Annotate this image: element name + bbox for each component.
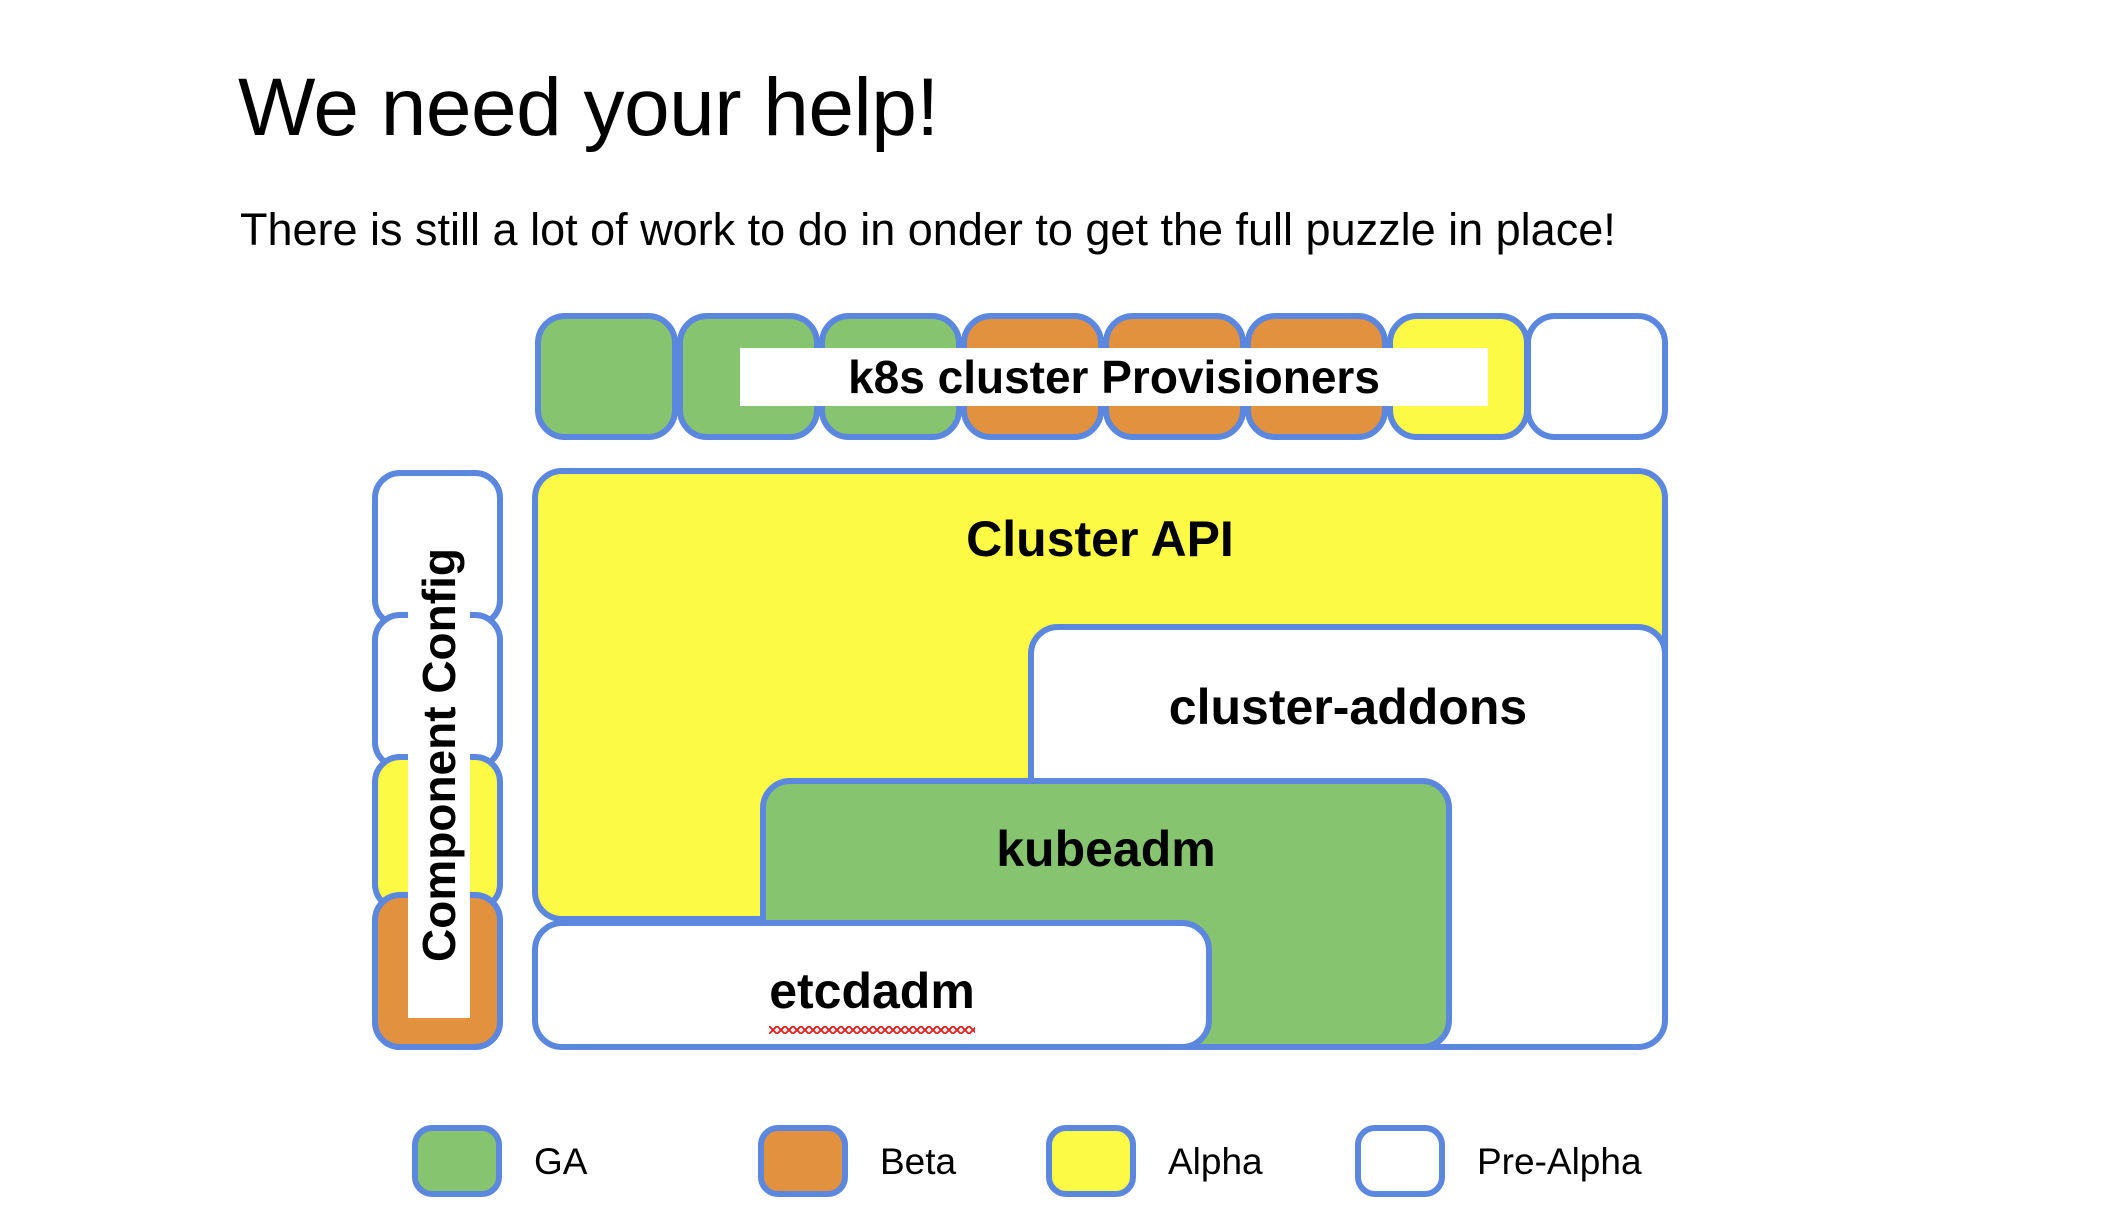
legend-label-pre-alpha: Pre-Alpha (1477, 1141, 1642, 1182)
page-subtitle: There is still a lot of work to do in on… (240, 204, 1616, 255)
legend-swatch-ga (412, 1125, 502, 1197)
kubeadm-label: kubeadm (996, 821, 1216, 877)
provisioner-box-1[interactable] (535, 313, 678, 440)
etcdadm-label-text: etcdadm (769, 963, 975, 1034)
legend-swatch-alpha (1046, 1125, 1136, 1197)
component-config-label-text: Component Config (413, 548, 466, 962)
provisioner-box-8[interactable] (1525, 313, 1668, 440)
page-title: We need your help! (238, 61, 939, 153)
legend-label-ga: GA (534, 1141, 588, 1182)
legend-label-beta: Beta (880, 1141, 957, 1182)
etcdadm-label: etcdadm (532, 962, 1212, 1034)
cluster-addons-label: cluster-addons (1168, 679, 1528, 735)
cluster-api-label: Cluster API (966, 511, 1234, 567)
k8s-cluster-provisioners-label: k8s cluster Provisioners (740, 348, 1488, 406)
legend-swatch-beta (758, 1125, 848, 1197)
legend-swatch-pre-alpha (1355, 1125, 1445, 1197)
legend-label-alpha: Alpha (1168, 1141, 1263, 1182)
component-config-label: Component Config (408, 492, 470, 1018)
